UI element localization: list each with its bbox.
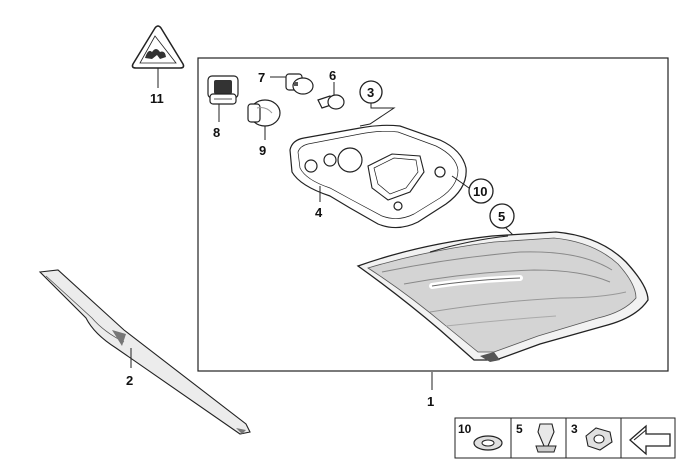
assembly-frame (197, 57, 669, 372)
callout-11: 11 (150, 91, 164, 106)
callout-10: 10 (473, 184, 487, 199)
rear-light-part[interactable] (356, 231, 649, 362)
callout-2: 2 (126, 373, 133, 388)
legend-label-3: 3 (571, 422, 578, 436)
callout-5-circle (489, 203, 515, 229)
callout-5: 5 (498, 209, 505, 224)
callout-4: 4 (315, 205, 323, 220)
gasket-strip-part[interactable] (38, 269, 251, 435)
leader-line-3 (359, 103, 396, 127)
small-bulb-part[interactable] (285, 73, 314, 95)
callout-7: 7 (258, 70, 265, 85)
clip-icon[interactable] (535, 423, 557, 453)
callout-1: 1 (427, 394, 434, 409)
callout-3: 3 (367, 85, 374, 100)
nut-icon[interactable] (585, 427, 613, 451)
legend-label-5: 5 (516, 422, 523, 436)
warning-label-part[interactable] (131, 25, 185, 69)
callout-9: 9 (259, 143, 266, 158)
leader-line-10 (451, 175, 470, 189)
bulb-socket-part[interactable] (207, 75, 239, 105)
callout-8: 8 (213, 125, 220, 140)
bulb-part[interactable] (247, 99, 281, 127)
bulb-carrier-part[interactable] (289, 124, 467, 229)
callout-10-circle (468, 178, 494, 204)
washer-icon[interactable] (473, 435, 503, 451)
wedge-bulb-part[interactable] (317, 94, 345, 110)
arrow-icon[interactable] (629, 424, 671, 456)
legend-label-10: 10 (458, 422, 472, 436)
callout-6: 6 (329, 68, 336, 83)
